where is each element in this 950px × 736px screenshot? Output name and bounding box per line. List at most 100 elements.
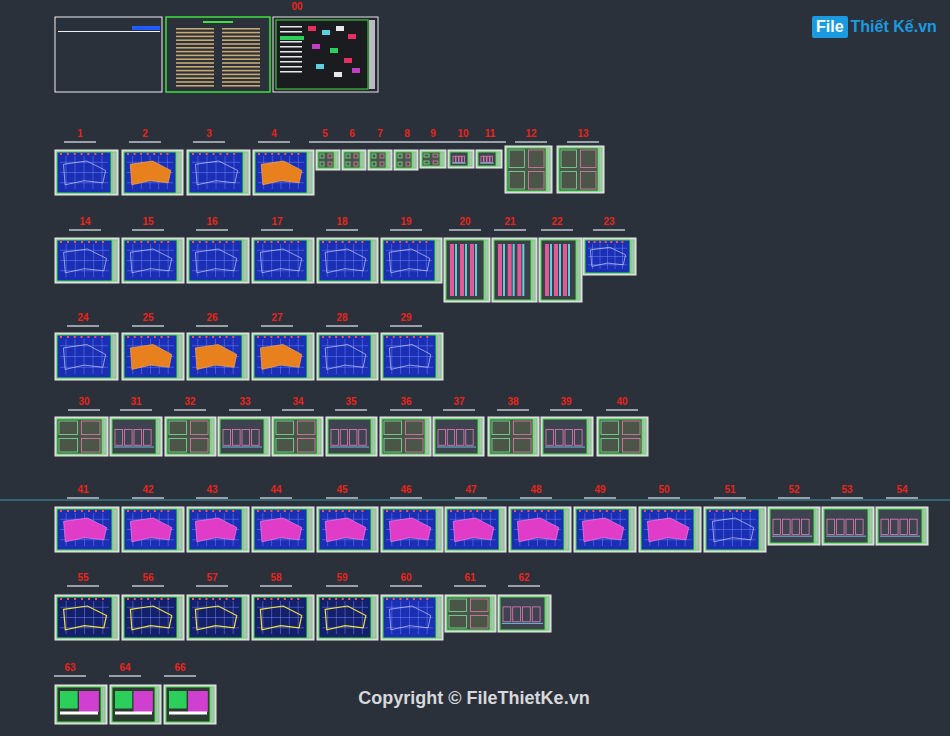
sheet-detail bbox=[372, 154, 376, 158]
sheet-detail bbox=[164, 685, 216, 724]
sheet-detail bbox=[156, 687, 159, 722]
sheet-detail bbox=[192, 153, 194, 155]
sheet-number: 64 bbox=[119, 663, 130, 673]
sheet-detail bbox=[438, 430, 445, 446]
sheet-detail bbox=[134, 691, 153, 712]
drawing-sheet bbox=[448, 150, 474, 168]
sheet-detail bbox=[406, 510, 408, 512]
drawing-sheet bbox=[541, 417, 593, 456]
drawing-sheet bbox=[122, 238, 184, 283]
sheet-detail bbox=[55, 150, 118, 195]
sheet-detail bbox=[437, 447, 476, 448]
sheet-detail bbox=[60, 598, 62, 600]
sheet-number: 10 bbox=[457, 129, 468, 139]
sheet-detail bbox=[630, 509, 634, 550]
sheet-detail bbox=[492, 421, 510, 435]
sheet-title-bar bbox=[335, 409, 367, 411]
sheet-detail bbox=[260, 249, 301, 273]
sheet-title-bar bbox=[648, 497, 680, 499]
sheet-detail bbox=[481, 156, 483, 162]
sheet-detail bbox=[112, 152, 116, 193]
index-row bbox=[176, 58, 214, 60]
sheet-detail bbox=[322, 260, 368, 261]
notes-row bbox=[280, 61, 302, 63]
sheet-detail bbox=[386, 250, 432, 251]
sheet-detail bbox=[265, 153, 267, 155]
sheet-detail bbox=[494, 240, 531, 300]
sheet-detail bbox=[547, 148, 550, 191]
sheet-detail bbox=[219, 153, 221, 155]
index-row bbox=[222, 81, 260, 83]
sheet-detail bbox=[308, 597, 312, 638]
sheet-detail bbox=[575, 430, 583, 446]
sheet-detail bbox=[616, 241, 618, 243]
drawing-sheet bbox=[55, 150, 118, 195]
sheet-detail bbox=[67, 241, 69, 243]
sheet-detail bbox=[586, 510, 588, 512]
sheet-detail bbox=[257, 336, 259, 338]
sheet-detail bbox=[406, 439, 424, 453]
sheet-detail bbox=[386, 260, 432, 261]
sheet-detail bbox=[449, 599, 467, 612]
index-row bbox=[176, 81, 214, 83]
sheet-detail bbox=[167, 336, 169, 338]
drawing-sheet bbox=[55, 685, 107, 724]
sheet-number: 51 bbox=[724, 485, 735, 495]
drawing-sheet bbox=[164, 685, 216, 724]
drawing-sheet bbox=[380, 417, 431, 456]
sheet-detail bbox=[361, 510, 363, 512]
sheet-number: 4 bbox=[271, 129, 277, 139]
sheet-detail bbox=[115, 712, 152, 715]
drawing-sheet bbox=[110, 417, 162, 456]
sheet-detail bbox=[277, 598, 279, 600]
drawing-sheet bbox=[539, 238, 582, 302]
sheet-detail bbox=[448, 150, 474, 168]
sheet-detail bbox=[386, 617, 433, 618]
sheet-detail bbox=[511, 509, 564, 550]
sheet-detail bbox=[260, 345, 301, 370]
drawing-sheet bbox=[498, 595, 551, 632]
sheet-detail bbox=[291, 510, 293, 512]
drawing-sheet bbox=[187, 238, 249, 283]
sheet-detail bbox=[64, 606, 107, 630]
sheet-title-bar bbox=[390, 585, 422, 587]
index-row bbox=[176, 51, 214, 53]
sheet-detail bbox=[444, 238, 490, 302]
drawing-sheet bbox=[445, 595, 496, 632]
sheet-number: 58 bbox=[270, 573, 281, 583]
sheet-detail bbox=[329, 510, 331, 512]
sheet-detail bbox=[124, 335, 177, 378]
sheet-number: 19 bbox=[400, 217, 411, 227]
sheet-detail bbox=[169, 691, 187, 709]
sheet-title-bar bbox=[497, 409, 529, 411]
sheet-detail bbox=[623, 439, 641, 453]
sheet-detail bbox=[195, 345, 236, 370]
sheet-detail bbox=[361, 241, 363, 243]
sheet-number: 44 bbox=[270, 485, 281, 495]
sheet-detail bbox=[291, 153, 293, 155]
sheet-detail bbox=[550, 244, 552, 296]
sheet-detail bbox=[393, 598, 395, 600]
sheet-detail bbox=[55, 238, 119, 283]
index-row bbox=[222, 74, 260, 76]
sheet-detail bbox=[232, 598, 234, 600]
index-row bbox=[222, 32, 260, 34]
sheet-detail bbox=[232, 241, 234, 243]
sheet-detail bbox=[243, 335, 247, 378]
sheet-detail bbox=[60, 162, 108, 163]
sheet-number: 40 bbox=[616, 397, 627, 407]
sheet-detail bbox=[195, 518, 236, 542]
sheet-detail bbox=[355, 336, 357, 338]
sheet-detail bbox=[205, 510, 207, 512]
sheet-detail bbox=[548, 510, 550, 512]
sheet-detail bbox=[297, 510, 299, 512]
sheet-title-bar bbox=[67, 325, 99, 327]
sheet-title-bar bbox=[550, 409, 582, 411]
sheet-number: 38 bbox=[507, 397, 518, 407]
sheet-detail bbox=[166, 153, 168, 155]
sheet-detail bbox=[195, 606, 236, 630]
watermark: Copyright © FileThietKe.vn bbox=[358, 688, 589, 709]
sheet-detail bbox=[167, 419, 210, 454]
sheet-detail bbox=[399, 510, 401, 512]
sheet-detail bbox=[161, 336, 163, 338]
